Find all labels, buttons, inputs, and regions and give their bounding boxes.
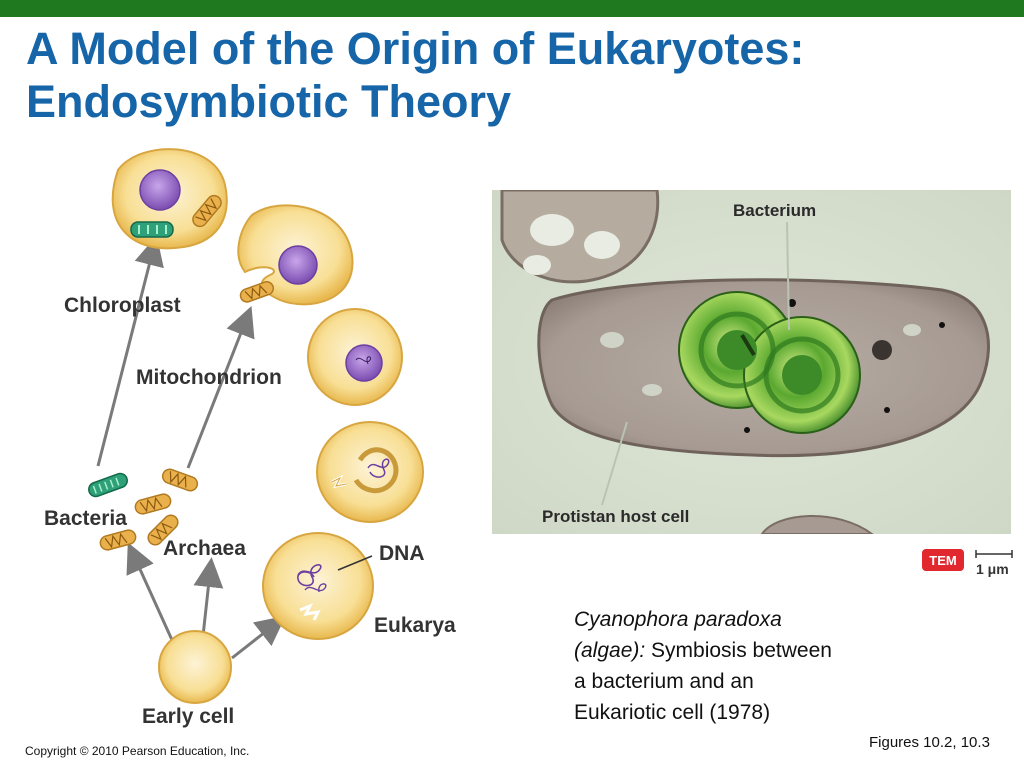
micrograph-label-host: Protistan host cell (542, 507, 689, 526)
title-line-2: Endosymbiotic Theory (26, 76, 512, 127)
arrow-early-to-eukarya (231, 615, 286, 660)
bacterium-orange (161, 468, 199, 492)
label-eukarya: Eukarya (374, 614, 456, 637)
tem-badge-text: TEM (929, 553, 956, 568)
figure-reference: Figures 10.2, 10.3 (869, 734, 990, 751)
engulfing-cell (237, 204, 354, 306)
nucleated-cell (307, 308, 403, 406)
slide-title: A Model of the Origin of Eukaryotes: End… (26, 22, 1006, 128)
arrows (96, 235, 286, 660)
label-chloroplast: Chloroplast (64, 294, 181, 317)
label-early-cell: Early cell (142, 705, 234, 728)
arrow-bacteria-to-mitochondrion (186, 306, 255, 469)
plant-like-cell (111, 148, 228, 250)
bacterium-orange (99, 529, 137, 551)
label-archaea: Archaea (163, 537, 246, 560)
eukarya-cell (262, 532, 374, 640)
micrograph-label-bacterium: Bacterium (733, 201, 816, 220)
arrow-early-to-bacteria (126, 542, 174, 641)
mitochondrion-being-engulfed (239, 281, 275, 303)
label-dna: DNA (379, 542, 425, 565)
neighbor-cell (760, 515, 874, 534)
tem-micrograph: Bacterium Protistan host cell (492, 190, 1011, 534)
nucleus (278, 245, 318, 285)
scale-bar: TEM 1 μm (922, 549, 1013, 577)
nucleus (345, 344, 383, 382)
caption-text: Symbiosis between a bacterium and an Euk… (574, 639, 832, 724)
arrow-bacteria-to-chloroplast (96, 235, 164, 467)
label-mitochondrion: Mitochondrion (136, 366, 282, 389)
bacterium-green (88, 472, 128, 498)
infolding-cell (316, 421, 424, 523)
dna-leader-line (337, 555, 373, 571)
bacterium-orange (134, 493, 172, 515)
copyright-notice: Copyright © 2010 Pearson Education, Inc. (25, 744, 250, 758)
early-cell (158, 630, 232, 704)
chloroplast-organelle (130, 221, 174, 238)
micrograph-caption: Cyanophora paradoxa (algae): Symbiosis b… (574, 604, 834, 728)
top-accent-bar (0, 0, 1024, 17)
caption-species: Cyanophora paradoxa (algae): (574, 608, 782, 662)
bacteria-group (88, 468, 199, 551)
nucleus (139, 169, 181, 211)
tem-badge (922, 549, 964, 571)
arrow-early-to-archaea (193, 557, 224, 637)
scale-label: 1 μm (976, 561, 1009, 577)
title-line-1: A Model of the Origin of Eukaryotes: (26, 23, 805, 74)
bacterium-in-host (678, 291, 861, 434)
label-bacteria: Bacteria (44, 507, 127, 530)
